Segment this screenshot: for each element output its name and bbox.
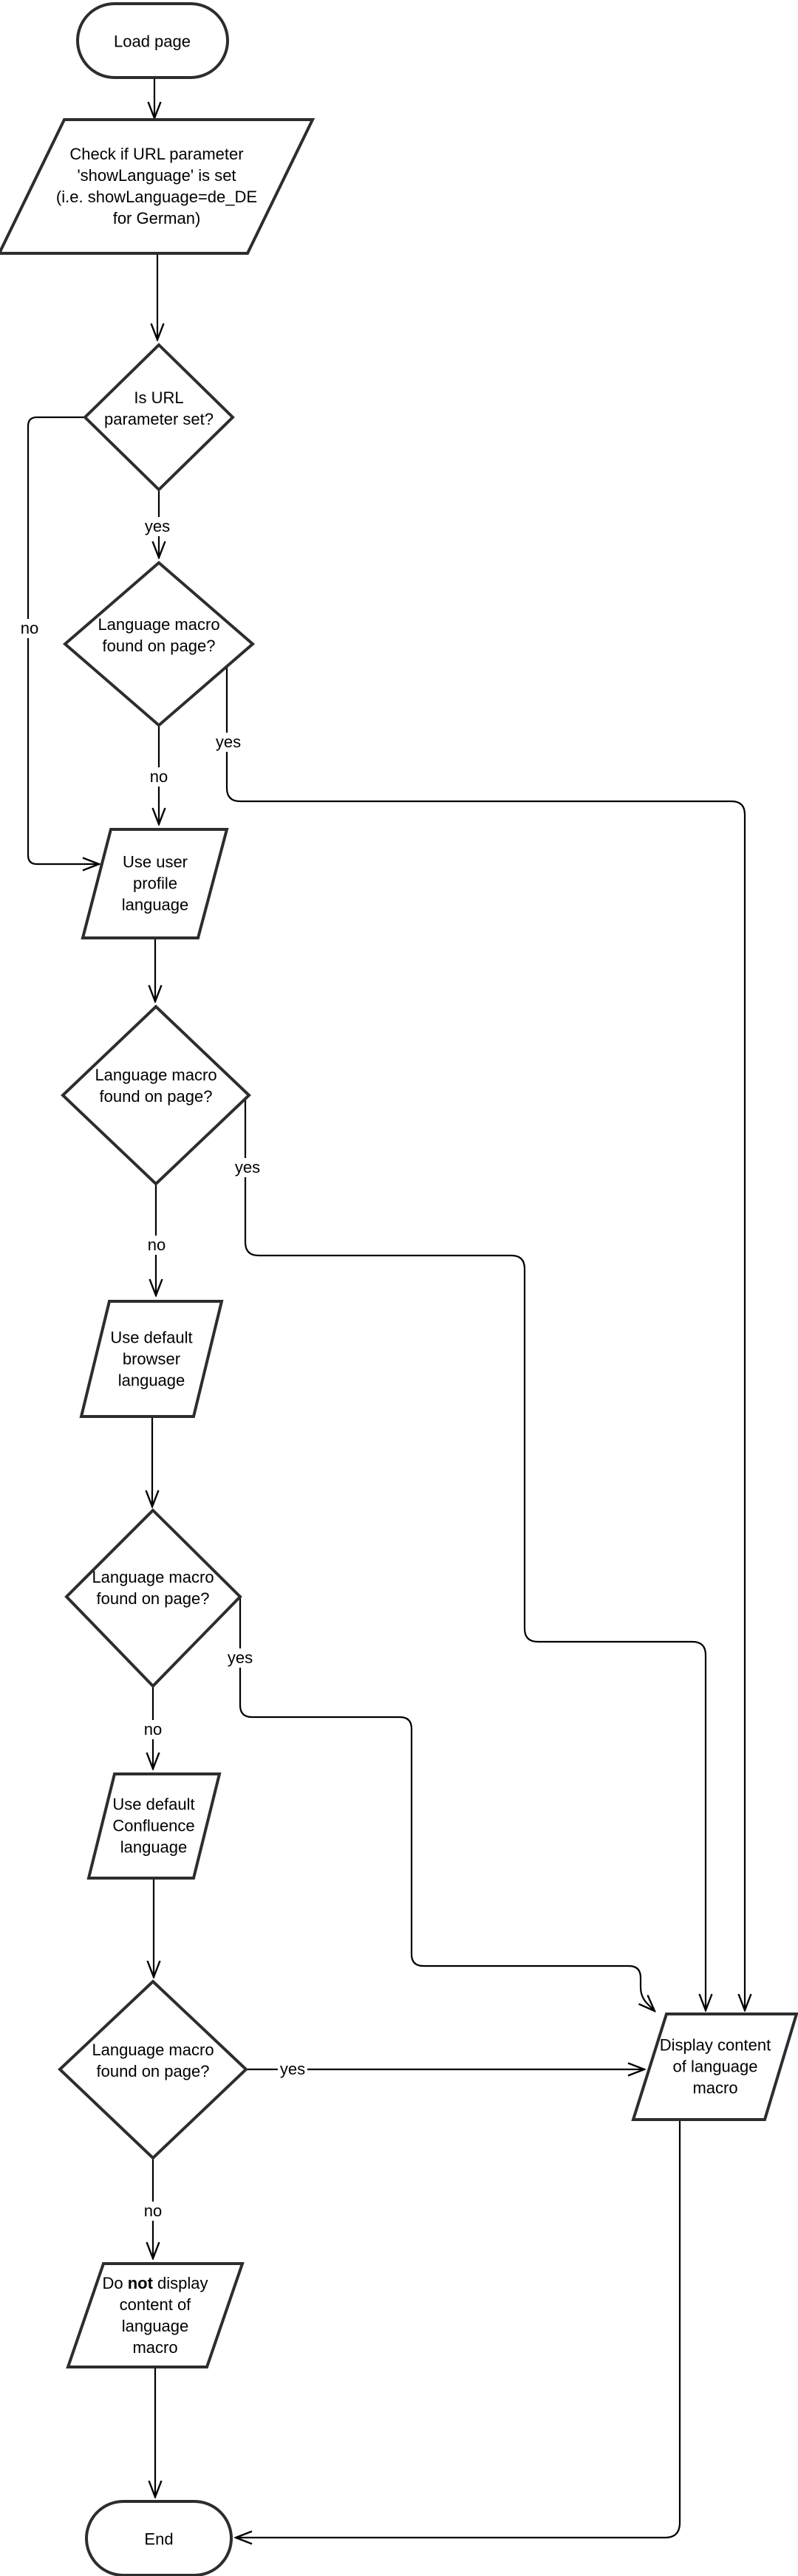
node-label-language-macro-found-3: Language macro found on page?: [68, 1566, 238, 1609]
label-line: End: [144, 2529, 174, 2549]
label-line: (i.e. showLanguage=de_DE: [55, 188, 258, 206]
node-language-macro-found-2: [61, 1004, 251, 1186]
edge-macro3-yes: [239, 1597, 655, 2011]
node-end: [85, 2500, 233, 2576]
label-line: 'showLanguage' is set: [77, 166, 236, 185]
edge-label-macro1-yes: yes: [213, 733, 244, 752]
edge-label-macro2-yes: yes: [232, 1158, 263, 1177]
label-line: found on page?: [99, 1087, 213, 1106]
label-line: Load page: [114, 32, 191, 51]
edge-label-isset-no: no: [18, 619, 41, 638]
edge-label-macro3-yes: yes: [225, 1648, 256, 1668]
edge-macro1-yes: [225, 666, 745, 2010]
label-line: found on page?: [96, 2062, 210, 2080]
edge-display-to-end: [236, 2120, 681, 2538]
label-line: Language macro: [92, 2041, 214, 2059]
label-line: of language: [672, 2057, 758, 2076]
label-line: Display content: [659, 2035, 771, 2055]
node-language-macro-found-4: [58, 1979, 248, 2160]
node-display-content-of-language-macro: [631, 2012, 798, 2121]
node-use-default-browser-language: [79, 1300, 224, 1418]
label-line: Is URL: [134, 388, 184, 407]
node-label-language-macro-found-2: Language macro found on page?: [71, 1064, 241, 1107]
label-line: Do not display: [102, 2274, 208, 2292]
label-line: content of: [119, 2295, 191, 2314]
edge-macro2-yes: [244, 1095, 706, 2010]
edge-label-macro4-yes: yes: [277, 2060, 308, 2079]
edge-label-macro3-no: no: [141, 1720, 165, 1739]
label-line: for German): [112, 209, 201, 227]
edge-label-macro1-no: no: [147, 767, 171, 787]
node-label-language-macro-found-1: Language macro found on page?: [74, 614, 244, 657]
label-line: Check if URL parameter: [69, 145, 244, 163]
node-label-display-content-of-language-macro: Display content of language macro: [645, 2035, 785, 2099]
node-label-is-url-parameter-set: Is URL parameter set?: [78, 387, 240, 430]
label-line: language: [120, 1837, 188, 1857]
label-line: Use user: [122, 852, 188, 871]
label-line: browser: [122, 1349, 181, 1368]
label-line: Confluence: [112, 1816, 195, 1835]
label-line: Language macro: [98, 615, 220, 634]
edge-label-macro4-no: no: [141, 2202, 165, 2221]
node-load-page: [76, 2, 229, 79]
node-language-macro-found-1: [62, 561, 256, 727]
label-line: language: [121, 895, 189, 914]
edges-layer: [27, 78, 745, 2538]
node-label-language-macro-found-4: Language macro found on page?: [68, 2039, 238, 2082]
edge-label-macro2-no: no: [145, 1236, 168, 1255]
node-language-macro-found-3: [64, 1508, 242, 1688]
label-line: Use default: [112, 1795, 195, 1814]
node-label-do-not-display-content: Do not display content of language macro: [81, 2272, 229, 2358]
label-line: language: [121, 2317, 189, 2335]
node-use-default-confluence-language: [86, 1772, 222, 1880]
label-line: found on page?: [96, 1589, 210, 1608]
label-line: macro: [132, 2338, 178, 2357]
edge-label-isset-yes: yes: [142, 517, 173, 536]
node-label-use-user-profile-language: Use user profile language: [92, 852, 218, 916]
label-line: macro: [692, 2078, 738, 2097]
node-label-end: End: [115, 2529, 203, 2550]
label-line: Use default: [110, 1328, 193, 1347]
edge-isset-no: [27, 416, 99, 864]
label-line: language: [117, 1371, 185, 1390]
label-line: profile: [133, 874, 177, 893]
label-line: Language macro: [92, 1568, 214, 1586]
node-label-load-page: Load page: [86, 31, 219, 52]
node-check-url-parameter: [0, 118, 316, 255]
node-use-user-profile-language: [81, 828, 229, 939]
label-line: parameter set?: [104, 410, 214, 428]
node-label-use-default-browser-language: Use default browser language: [89, 1327, 214, 1391]
label-line: found on page?: [102, 637, 216, 655]
node-do-not-display-content: [66, 2262, 245, 2368]
node-is-url-parameter-set: [83, 343, 235, 492]
label-line: Language macro: [95, 1066, 217, 1084]
node-label-check-url-parameter: Check if URL parameter 'showLanguage' is …: [29, 143, 284, 229]
